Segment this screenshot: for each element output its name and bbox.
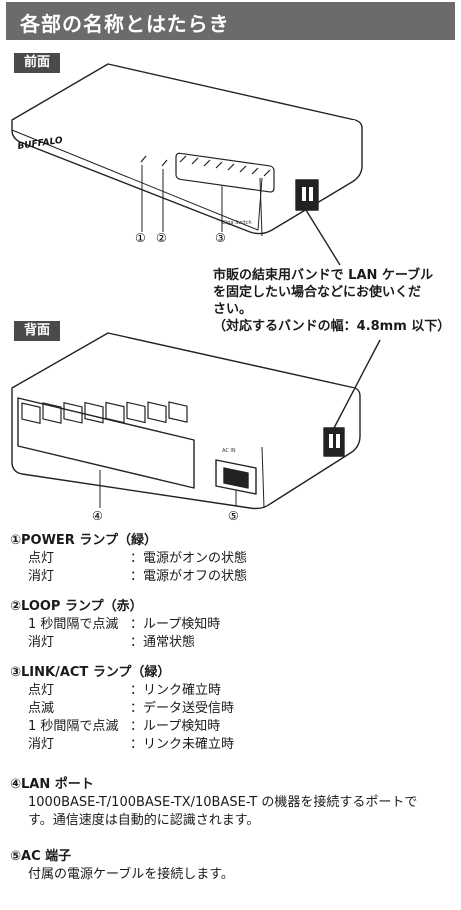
spec-value: ：電源がオンの状態 bbox=[130, 551, 248, 566]
spec-row: 点滅 ：データ送受信時 bbox=[10, 700, 455, 718]
lan-ports bbox=[21, 401, 188, 424]
switch-diagram: BUFFALO Giga Switch ① ② ③ ④ ⑤ AC IN bbox=[11, 63, 381, 523]
spec-key: 1 秒間隔で点滅 bbox=[28, 617, 119, 632]
spec-value: ：ループ検知時 bbox=[130, 617, 221, 632]
ac-terminal-section: ⑤AC 端子 付属の電源ケーブルを接続します。 bbox=[10, 848, 455, 884]
callout-5: ⑤ bbox=[228, 509, 239, 523]
band-note: 市販の結束用バンドで LAN ケーブル を固定したい場合などにお使いくだ さい。… bbox=[213, 267, 458, 335]
page-title: 各部の名称とはたらき bbox=[20, 12, 230, 36]
page-title-bar: 各部の名称とはたらき bbox=[6, 2, 455, 40]
spec-key: 点灯 bbox=[28, 683, 55, 698]
loop-lamp-section: ②LOOP ランプ（赤） 1 秒間隔で点滅 ：ループ検知時 消灯 ：通常状態 bbox=[10, 598, 455, 652]
spec-row: 1 秒間隔で点滅 ：ループ検知時 bbox=[10, 616, 455, 634]
front-model-label: Giga Switch bbox=[222, 220, 252, 226]
spec-key: 消灯 bbox=[28, 569, 55, 584]
power-lamp-section: ①POWER ランプ（緑） 点灯 ：電源がオンの状態 消灯 ：電源がオフの状態 bbox=[10, 532, 455, 586]
ac-terminal-heading: ⑤AC 端子 bbox=[10, 849, 72, 864]
front-device-drawing bbox=[11, 63, 363, 266]
lan-port-section: ④LAN ポート 1000BASE-T/100BASE-TX/10BASE-T … bbox=[10, 776, 455, 830]
spec-key: 点滅 bbox=[28, 701, 55, 716]
spec-value: ：電源がオフの状態 bbox=[130, 569, 248, 584]
band-note-line: （対応するバンドの幅：4.8mm 以下） bbox=[213, 319, 451, 334]
callout-1: ① bbox=[135, 231, 146, 245]
spec-value: ：ループ検知時 bbox=[130, 719, 221, 734]
loop-lamp-heading: ②LOOP ランプ（赤） bbox=[10, 599, 143, 614]
ac-terminal-desc-line: 付属の電源ケーブルを接続します。 bbox=[28, 867, 234, 882]
callout-3: ③ bbox=[215, 231, 226, 245]
lan-port-desc-line: す。通信速度は自動的に認識されます。 bbox=[28, 813, 260, 828]
link-act-lamp-section: ③LINK/ACT ランプ（緑） 点灯 ：リンク確立時 点滅 ：データ送受信時 1 … bbox=[10, 664, 455, 754]
link-act-lamp-heading: ③LINK/ACT ランプ（緑） bbox=[10, 665, 171, 680]
band-note-line: 市販の結束用バンドで LAN ケーブル bbox=[213, 268, 434, 283]
spec-value: ：リンク確立時 bbox=[130, 683, 222, 698]
spec-value: ：リンク未確立時 bbox=[130, 737, 235, 752]
spec-row: 1 秒間隔で点滅 ：ループ検知時 bbox=[10, 718, 455, 736]
spec-row: 消灯 ：電源がオフの状態 bbox=[10, 568, 455, 586]
spec-row: 消灯 ：通常状態 bbox=[10, 634, 455, 652]
band-note-line: さい。 bbox=[213, 302, 253, 317]
power-lamp-heading: ①POWER ランプ（緑） bbox=[10, 533, 157, 548]
spec-value: ：データ送受信時 bbox=[130, 701, 235, 716]
back-label: 背面 bbox=[14, 321, 61, 341]
spec-value: ：通常状態 bbox=[130, 635, 196, 650]
spec-row: 点灯 ：電源がオンの状態 bbox=[10, 550, 455, 568]
callout-2: ② bbox=[156, 231, 167, 245]
spec-row: 消灯 ：リンク未確立時 bbox=[10, 736, 455, 754]
band-note-line: を固定したい場合などにお使いくだ bbox=[213, 285, 422, 300]
spec-row: 点灯 ：リンク確立時 bbox=[10, 682, 455, 700]
lan-port-heading: ④LAN ポート bbox=[10, 777, 94, 792]
front-label: 前面 bbox=[14, 53, 61, 73]
lan-port-desc-line: 1000BASE-T/100BASE-TX/10BASE-T の機器を接続するポ… bbox=[28, 795, 418, 810]
ac-in-label: AC IN bbox=[222, 448, 236, 454]
back-device-drawing bbox=[11, 332, 381, 510]
callout-4: ④ bbox=[92, 509, 103, 523]
spec-key: 消灯 bbox=[28, 737, 55, 752]
spec-key: 消灯 bbox=[28, 635, 55, 650]
spec-key: 1 秒間隔で点滅 bbox=[28, 719, 119, 734]
spec-key: 点灯 bbox=[28, 551, 55, 566]
